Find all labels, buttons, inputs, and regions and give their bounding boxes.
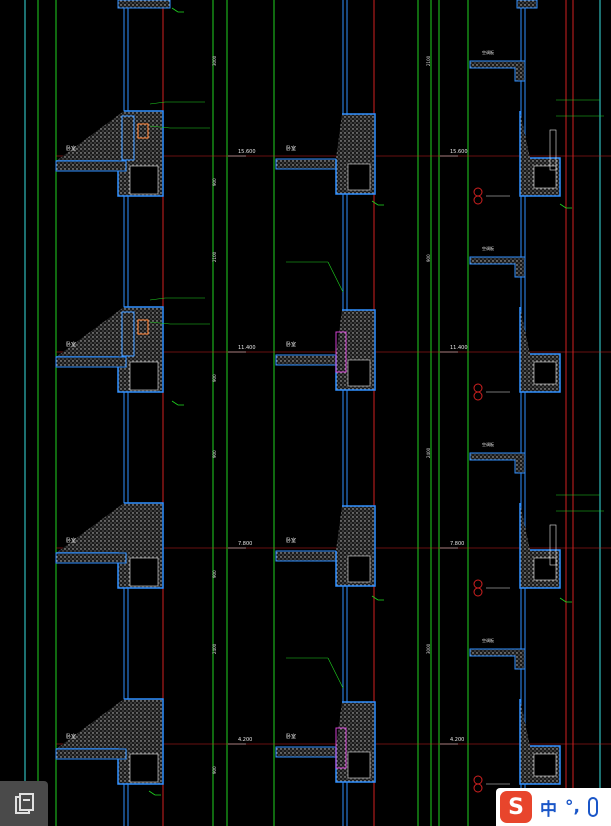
dim-tick (371, 595, 379, 601)
room-label: 空调板 (482, 245, 494, 251)
elevation-label: 4.200 (450, 737, 464, 743)
window-mark (137, 123, 149, 139)
elevation-label: 11.400 (238, 345, 256, 351)
room-label: 空调板 (482, 441, 494, 447)
leader-line (149, 101, 166, 105)
window-mark (549, 129, 557, 171)
elevation-label: 15.600 (238, 149, 256, 155)
window-frame (121, 115, 135, 161)
dim-tick (171, 400, 179, 406)
dimension-label: 900 (212, 178, 217, 186)
top-wall-c (516, 0, 538, 9)
elevation-label: 7.800 (238, 541, 252, 547)
detail-marker (473, 383, 483, 393)
window-frame (121, 311, 135, 357)
detail-marker (473, 783, 483, 793)
ac-ledge (469, 452, 526, 474)
elevation-label: 15.600 (450, 149, 468, 155)
dim-tick (148, 790, 156, 796)
window-mark (335, 727, 347, 769)
room-label: 空调板 (482, 49, 494, 55)
elevation-label: 11.400 (450, 345, 468, 351)
dimension-label: 2400 (426, 447, 431, 458)
dimension-label: 2100 (426, 55, 431, 66)
ime-mode-toggle[interactable]: 中 (540, 799, 557, 820)
room-label: 卧室 (286, 145, 296, 152)
dimension-label: 900 (212, 570, 217, 578)
dim-tick (171, 7, 179, 13)
window-mark (549, 524, 557, 566)
clipboard-icon (15, 792, 34, 814)
dimension-label: 2400 (212, 643, 217, 654)
dimension-label: 900 (212, 374, 217, 382)
ac-ledge (469, 648, 526, 670)
room-label: 卧室 (286, 341, 296, 348)
leader-line (327, 261, 344, 293)
room-label: 空调板 (482, 637, 494, 643)
beam-core-a (129, 361, 159, 391)
beam-core-c (533, 557, 557, 581)
floating-clipboard-button[interactable] (0, 781, 48, 826)
dimension-label: 900 (212, 766, 217, 774)
window-mark (335, 331, 347, 373)
beam-core-c (533, 165, 557, 189)
dim-tick (559, 597, 567, 603)
floor-slab-a (55, 748, 127, 760)
leader-line (149, 321, 171, 325)
detail-marker (473, 775, 483, 785)
microphone-icon[interactable] (587, 797, 598, 817)
floor-slab-b (275, 354, 337, 366)
floor-slab-a (55, 160, 127, 172)
floor-slab-b (275, 550, 337, 562)
leader-line (149, 297, 166, 301)
floor-slab-b (275, 158, 337, 170)
beam-core-a (129, 753, 159, 783)
beam-core-a (129, 557, 159, 587)
top-wall-a (117, 0, 171, 9)
dim-tick (371, 200, 379, 206)
dimension-label: 900 (212, 450, 217, 458)
room-label: 卧室 (66, 733, 76, 740)
ac-ledge (469, 60, 526, 82)
detail-marker (473, 587, 483, 597)
room-label: 卧室 (286, 733, 296, 740)
beam-core-b (347, 751, 371, 779)
window-mark (137, 319, 149, 335)
dimension-label: 2100 (212, 251, 217, 262)
beam-core-a (129, 165, 159, 195)
leader-line (327, 657, 344, 689)
elevation-label: 7.800 (450, 541, 464, 547)
detail-marker (473, 195, 483, 205)
detail-marker (473, 391, 483, 401)
room-label: 卧室 (66, 341, 76, 348)
dimension-label: 900 (426, 254, 431, 262)
leader-line (149, 125, 171, 129)
detail-marker (473, 579, 483, 589)
dimension-label: 3000 (426, 643, 431, 654)
room-label: 卧室 (66, 537, 76, 544)
ac-ledge (469, 256, 526, 278)
ime-toolbar: S 中 °, (496, 788, 611, 826)
beam-core-b (347, 163, 371, 191)
sogou-logo[interactable]: S (500, 791, 532, 823)
room-label: 卧室 (286, 537, 296, 544)
floor-slab-a (55, 356, 127, 368)
dimension-label: 3000 (212, 55, 217, 66)
beam-core-c (533, 361, 557, 385)
ime-punctuation-toggle[interactable]: °, (565, 797, 580, 817)
floor-slab-a (55, 552, 127, 564)
detail-marker (473, 187, 483, 197)
beam-core-c (533, 753, 557, 777)
dim-tick (559, 203, 567, 209)
beam-core-b (347, 359, 371, 387)
floor-slab-b (275, 746, 337, 758)
beam-core-b (347, 555, 371, 583)
room-label: 卧室 (66, 145, 76, 152)
elevation-label: 4.200 (238, 737, 252, 743)
